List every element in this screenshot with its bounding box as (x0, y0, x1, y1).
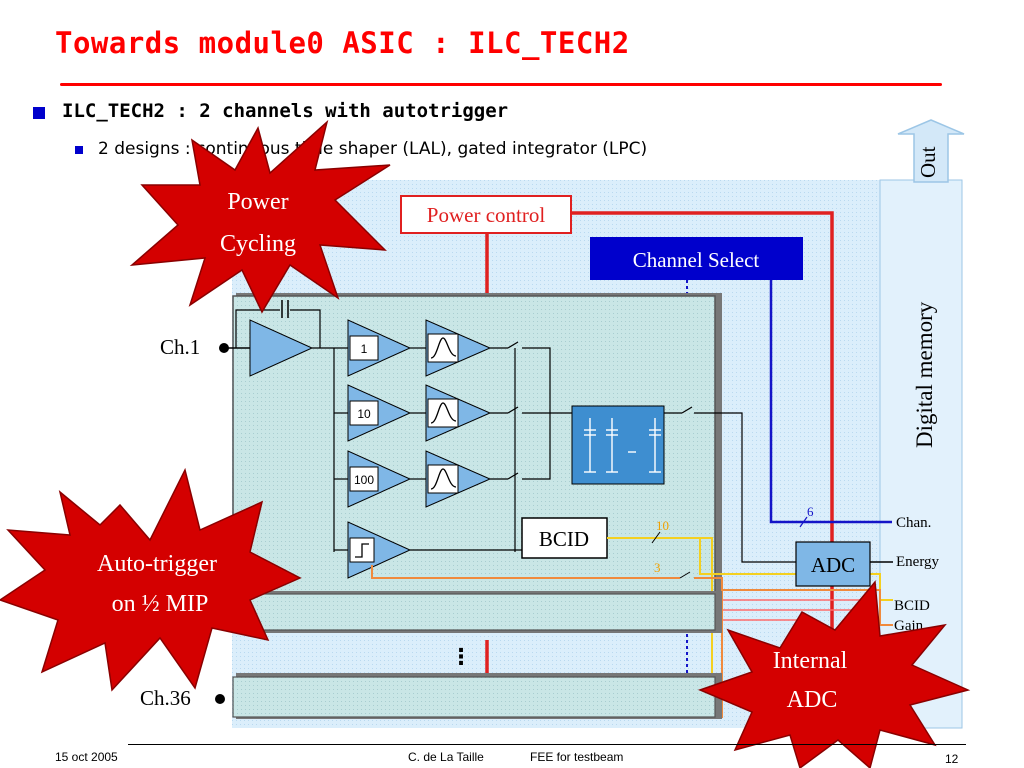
power-control-label: Power control (427, 203, 546, 227)
auto-trigger-callout: Auto-trigger on ½ MIP (0, 467, 302, 692)
ch36-label: Ch.36 (140, 686, 191, 710)
channel-ellipsis: ⋮ (450, 645, 472, 670)
bus-10-label: 10 (656, 518, 669, 533)
adc-box-label: ADC (811, 553, 855, 577)
power-cycling-line2: Cycling (220, 231, 296, 257)
auto-trigger-line1: Auto-trigger (97, 551, 217, 577)
title-underline (60, 83, 942, 86)
power-cycling-callout: Power Cycling (129, 119, 391, 314)
adc-box (795, 541, 871, 587)
internal-adc-callout: Internal ADC (697, 580, 971, 768)
gain-amp-100 (347, 450, 412, 508)
ch36-input-dot (215, 694, 225, 704)
gain-100-label: 100 (354, 473, 374, 487)
output-energy-label: Energy (896, 554, 940, 570)
channel-select-box (590, 237, 803, 280)
footer-date: 15 oct 2005 (55, 750, 118, 764)
internal-adc-line1: Internal (773, 648, 848, 674)
ch1-label: Ch.1 (160, 335, 200, 359)
gain-bus (371, 565, 893, 718)
bcid-box-label: BCID (539, 527, 589, 551)
sub-bullet-square-icon (75, 146, 83, 154)
channel-2-block (232, 593, 716, 631)
output-bcid-label: BCID (894, 598, 930, 614)
out-label: Out (916, 146, 940, 178)
channel-select-label: Channel Select (633, 248, 760, 272)
power-control-box (400, 195, 572, 234)
power-cycling-line1: Power (227, 189, 288, 215)
out-arrow (897, 119, 965, 183)
gain-10-label: 10 (357, 407, 371, 421)
auto-trigger-line2: on ½ MIP (112, 591, 209, 617)
bus-6-label: 6 (807, 504, 814, 519)
bullet-square-icon (33, 107, 45, 119)
bcid-box (521, 517, 608, 559)
digital-memory-label: Digital memory (912, 301, 937, 448)
footer-page-number: 12 (945, 752, 959, 766)
footer-author: C. de La Taille (408, 750, 484, 764)
slide-title: Towards module0 ASIC : ILC_TECH2 (55, 26, 630, 60)
internal-adc-line2: ADC (787, 687, 838, 713)
channel-select-line (769, 280, 892, 524)
output-chan-label: Chan. (896, 515, 931, 531)
gain-1-label: 1 (361, 342, 368, 356)
gain-amp-1 (347, 319, 412, 377)
footer-rule (128, 744, 966, 745)
trigger-discriminator (347, 521, 412, 579)
bullet-main-text: ILC_TECH2 : 2 channels with autotrigger (62, 100, 509, 122)
preamp-triangle (249, 319, 314, 377)
bcid-bus (607, 537, 893, 718)
analog-memory-block (571, 405, 665, 485)
bus-3-label: 3 (654, 560, 661, 575)
channel-36-block (232, 676, 716, 718)
gain-amp-10 (347, 384, 412, 442)
footer-talk-title: FEE for testbeam (530, 750, 624, 764)
bullet-sub-text: 2 designs : continuous time shaper (LAL)… (98, 139, 648, 159)
